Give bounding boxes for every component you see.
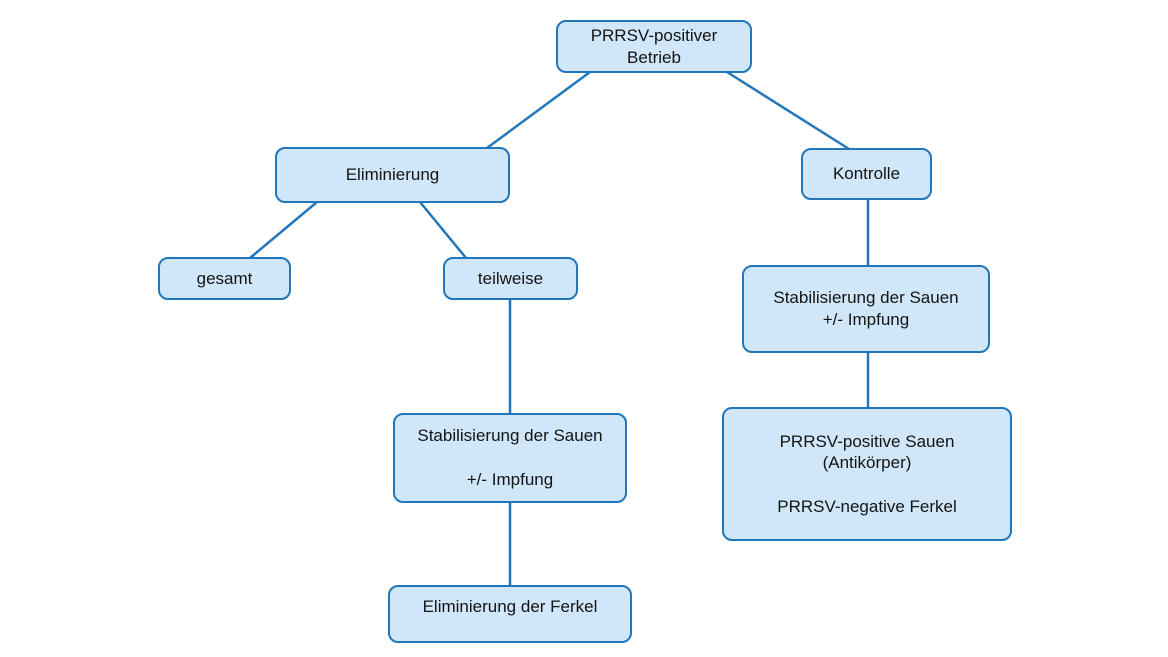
node-label: Kontrolle (832, 164, 901, 184)
node-eliminierung-der-ferkel: Eliminierung der Ferkel (388, 585, 632, 643)
node-label: gesamt (196, 268, 253, 288)
edge-eliminierung-teilweise (419, 201, 467, 259)
node-label: Stabilisierung der Sauen +/- Impfung (417, 426, 603, 489)
node-label: Eliminierung (345, 165, 440, 185)
node-label: Eliminierung der Ferkel (422, 597, 598, 616)
node-gesamt: gesamt (158, 257, 291, 300)
node-label: PRRSV-positive Sauen (Antikörper) PRRSV-… (777, 431, 957, 516)
node-prrsv-positive-sauen-negative-ferkel: PRRSV-positive Sauen (Antikörper) PRRSV-… (722, 407, 1012, 541)
node-stabilisierung-sauen-impfung-left: Stabilisierung der Sauen +/- Impfung (393, 413, 627, 503)
node-teilweise: teilweise (443, 257, 578, 300)
node-stabilisierung-sauen-impfung-right: Stabilisierung der Sauen +/- Impfung (742, 265, 990, 353)
node-label: PRRSV-positiver Betrieb (590, 25, 718, 67)
edge-root-kontrolle (726, 70, 850, 151)
edge-root-eliminierung (486, 70, 591, 150)
node-kontrolle: Kontrolle (801, 148, 932, 200)
edge-eliminierung-gesamt (249, 201, 318, 259)
node-label: teilweise (477, 268, 544, 288)
node-label: Stabilisierung der Sauen +/- Impfung (773, 288, 959, 329)
node-prrsv-positiver-betrieb: PRRSV-positiver Betrieb (556, 20, 752, 73)
node-eliminierung: Eliminierung (275, 147, 510, 203)
